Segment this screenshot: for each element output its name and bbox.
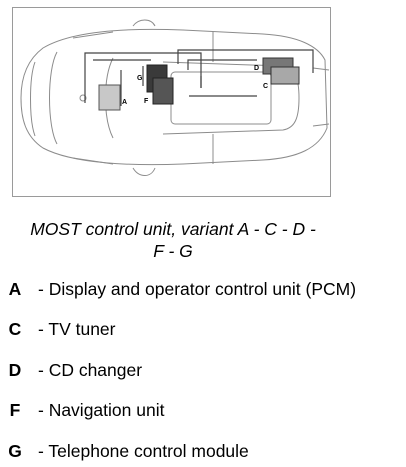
legend-item-d: D - CD changer bbox=[0, 358, 406, 382]
label-d: D bbox=[254, 65, 259, 72]
legend-item-c: C - TV tuner bbox=[0, 317, 406, 341]
legend-item-g: G - Telephone control module bbox=[0, 439, 406, 463]
car-outline bbox=[20, 19, 330, 176]
legend-key: A bbox=[8, 279, 22, 299]
caption-line-1: MOST control unit, variant A - C - D - bbox=[30, 219, 316, 239]
unit-c-box bbox=[270, 66, 300, 85]
label-f: F bbox=[144, 98, 149, 105]
unit-f-box bbox=[152, 77, 174, 105]
label-g: G bbox=[137, 75, 143, 82]
legend-key: F bbox=[9, 400, 21, 420]
legend-description: - Navigation unit bbox=[38, 400, 165, 420]
most-ring-wiring bbox=[84, 49, 314, 106]
vehicle-diagram: G A F D C bbox=[12, 7, 331, 197]
figure-caption: MOST control unit, variant A - C - D - F… bbox=[0, 218, 346, 262]
vehicle-diagram-drawing: G A F D C bbox=[20, 19, 330, 176]
legend-description: - TV tuner bbox=[38, 319, 116, 339]
legend-key: C bbox=[8, 319, 22, 339]
label-c: C bbox=[263, 83, 268, 90]
legend-description: - Display and operator control unit (PCM… bbox=[38, 279, 357, 299]
unit-a-box bbox=[98, 84, 121, 111]
legend-key: G bbox=[8, 441, 22, 461]
legend-description: - Telephone control module bbox=[38, 441, 249, 461]
legend-item-f: F - Navigation unit bbox=[0, 398, 406, 422]
label-a: A bbox=[122, 99, 127, 106]
caption-line-2: F - G bbox=[153, 241, 193, 261]
legend-key: D bbox=[8, 360, 22, 380]
legend-description: - CD changer bbox=[38, 360, 143, 380]
legend-item-a: A - Display and operator control unit (P… bbox=[0, 277, 406, 301]
